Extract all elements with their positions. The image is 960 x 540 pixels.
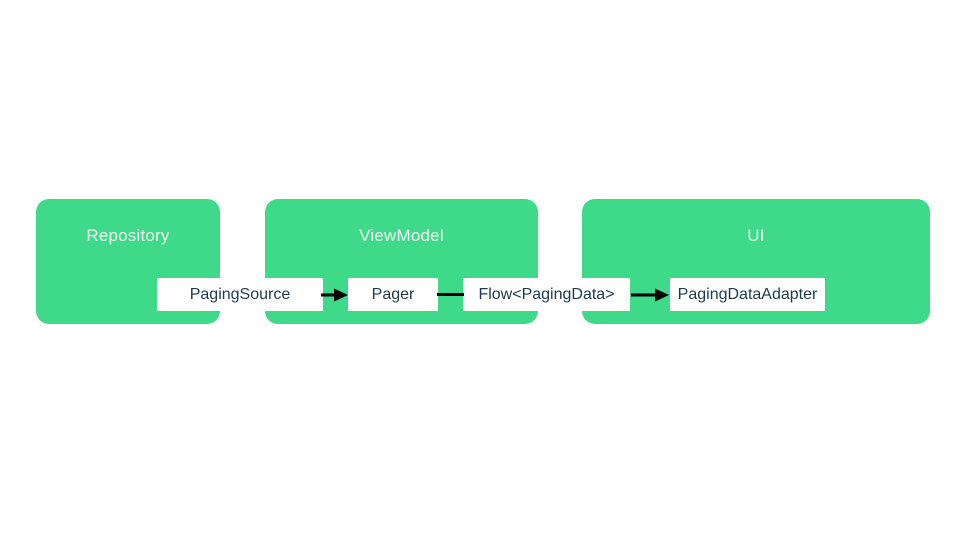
component-pager: Pager (348, 278, 438, 311)
layer-repository: Repository (36, 199, 220, 324)
connector-line (437, 293, 464, 296)
arrow-right-icon (321, 288, 348, 302)
component-flow-paging-data: Flow<PagingData> (463, 278, 630, 311)
layer-ui-title: UI (747, 226, 765, 245)
arrow-right-icon (631, 288, 669, 302)
component-paging-data-adapter: PagingDataAdapter (670, 278, 825, 311)
component-paging-source: PagingSource (157, 278, 323, 311)
layer-repository-title: Repository (86, 226, 170, 245)
layer-viewmodel-title: ViewModel (359, 226, 444, 245)
